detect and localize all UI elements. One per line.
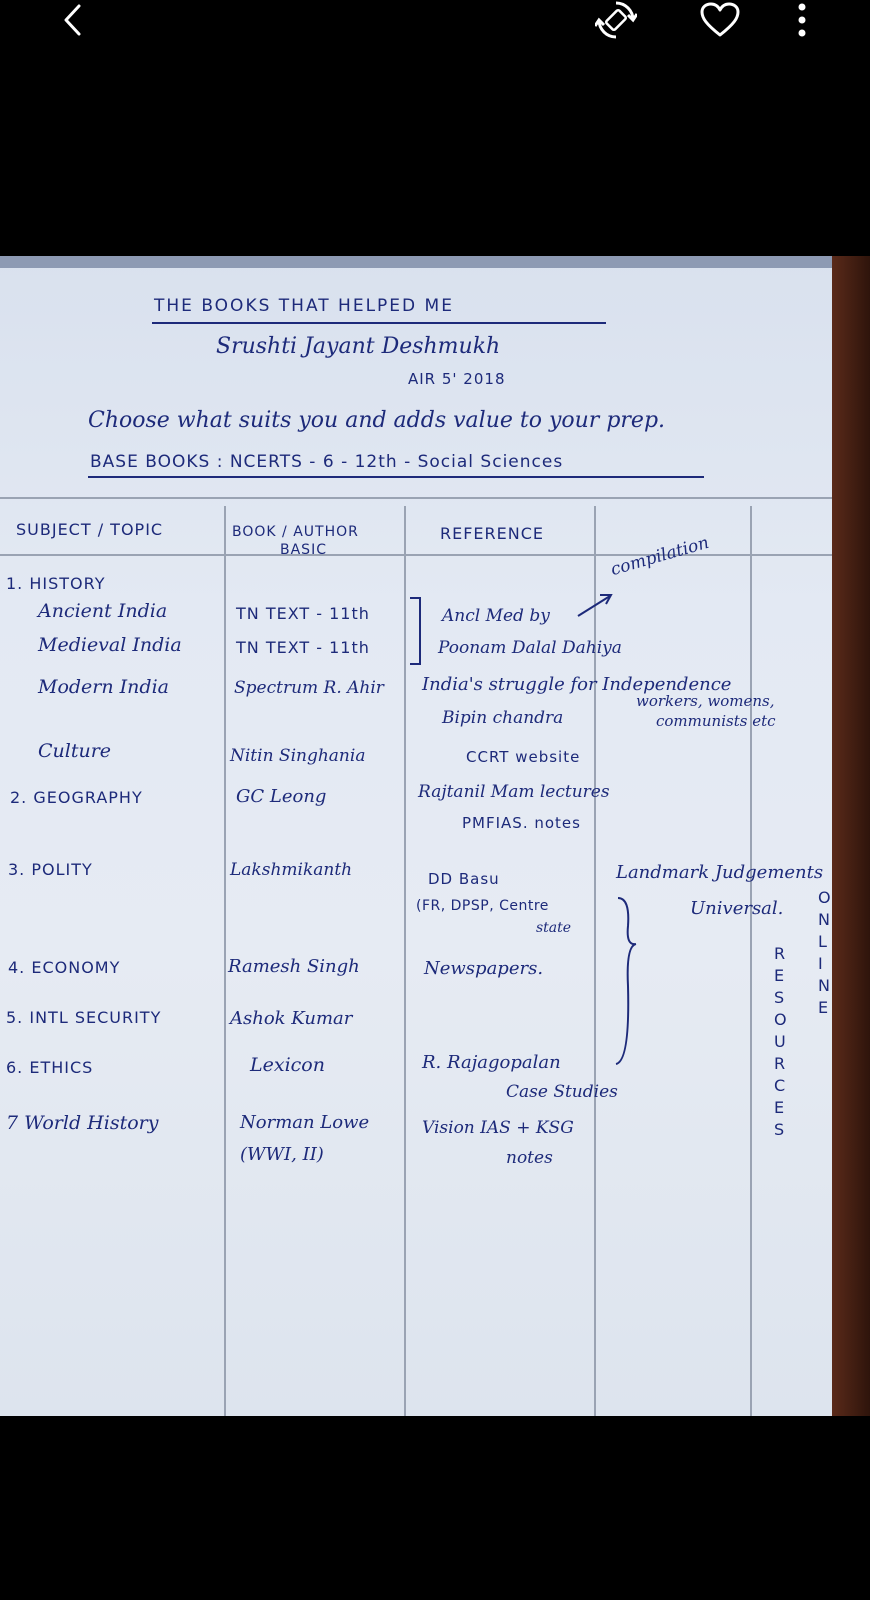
ref-world-history: Vision IAS + KSG (422, 1118, 574, 1138)
subject-ancient-india: Ancient India (38, 600, 168, 622)
book-culture: Nitin Singhania (230, 746, 366, 766)
vertical-letter: O (818, 888, 831, 907)
header-reference: REFERENCE (440, 524, 545, 543)
ref-modern: India's struggle for Independence (422, 674, 732, 695)
ref-ancient: Ancl Med by (442, 606, 550, 626)
vertical-letter: N (818, 910, 830, 929)
ref-culture: CCRT website (466, 748, 581, 766)
ref-polity-2: (FR, DPSP, Centre (416, 898, 549, 914)
vertical-letter: O (774, 1010, 787, 1029)
book-ancient: TN TEXT - 11th (236, 604, 370, 623)
column-divider-3 (594, 506, 596, 1416)
book-ethics: Lexicon (250, 1054, 325, 1076)
book-modern: Spectrum R. Ahir (234, 678, 384, 698)
paper-sheet: THE BOOKS THAT HELPED ME Srushti Jayant … (0, 256, 832, 1416)
subject-economy: 4. ECONOMY (8, 958, 121, 977)
header-book-basic: BASIC (280, 542, 327, 558)
book-intl-security: Ashok Kumar (230, 1008, 353, 1029)
ref-world-history-2: notes (506, 1148, 553, 1168)
image-viewer-toolbar (0, 0, 870, 48)
title-underline (152, 322, 606, 324)
subject-modern-india: Modern India (38, 676, 169, 698)
compilation-note: compilation (608, 532, 712, 580)
vertical-letter: E (774, 966, 785, 985)
curly-brace-icon (615, 897, 637, 1065)
author-name: Srushti Jayant Deshmukh (216, 334, 501, 359)
arrow-icon (577, 594, 613, 617)
more-vertical-icon (796, 2, 808, 38)
tagline: Choose what suits you and adds value to … (88, 408, 666, 433)
book-economy: Ramesh Singh (228, 956, 360, 977)
ref-economy: Newspapers. (424, 958, 544, 979)
vertical-letter: R (774, 1054, 786, 1073)
column-divider-4 (750, 506, 752, 1416)
ref-polity-3: state (536, 920, 572, 936)
vertical-letter: E (818, 998, 829, 1017)
vertical-letter: S (774, 988, 785, 1007)
paper-top-shadow (0, 256, 832, 268)
auto-rotate-icon (595, 0, 637, 41)
universal: Universal. (690, 898, 784, 919)
header-subject: SUBJECT / TOPIC (16, 520, 164, 539)
vertical-letter: C (774, 1076, 786, 1095)
vertical-letter: U (774, 1032, 786, 1051)
vertical-letter: R (774, 944, 786, 963)
vertical-letter: N (818, 976, 830, 995)
base-books: BASE BOOKS : NCERTS - 6 - 12th - Social … (90, 452, 564, 472)
header-book: BOOK / AUTHOR (232, 524, 359, 540)
book-polity: Lakshmikanth (230, 860, 353, 880)
ref-ethics-2: Case Studies (506, 1082, 618, 1102)
ref-geography-2: PMFIAS. notes (462, 814, 581, 832)
subject-geography: 2. GEOGRAPHY (10, 788, 143, 807)
subject-polity: 3. POLITY (8, 860, 93, 879)
bracket-icon (410, 597, 421, 665)
ref-medieval: Poonam Dalal Dahiya (438, 638, 622, 658)
ref-ethics: R. Rajagopalan (422, 1052, 561, 1073)
base-books-underline (88, 476, 704, 478)
note-title: THE BOOKS THAT HELPED ME (154, 296, 454, 316)
vertical-letter: I (818, 954, 823, 973)
chevron-left-icon (60, 2, 84, 38)
rank: AIR 5' 2018 (408, 370, 506, 388)
heart-icon (700, 2, 740, 38)
ref-modern-author: Bipin chandra (442, 708, 564, 728)
subject-history: 1. HISTORY (6, 574, 106, 593)
vertical-letter: L (818, 932, 827, 951)
back-button[interactable] (48, 0, 96, 40)
landmark-judgements: Landmark Judgements (616, 862, 824, 883)
vertical-letter: S (774, 1120, 785, 1139)
more-options-button[interactable] (778, 0, 826, 40)
book-world-history: Norman Lowe (240, 1112, 370, 1133)
photo-viewer[interactable]: THE BOOKS THAT HELPED ME Srushti Jayant … (0, 256, 870, 1416)
book-medieval: TN TEXT - 11th (236, 638, 370, 657)
subject-intl-security: 5. INTL SECURITY (6, 1008, 162, 1027)
subject-culture: Culture (38, 740, 112, 762)
auto-rotate-button[interactable] (592, 0, 640, 40)
vertical-letter: E (774, 1098, 785, 1117)
subject-ethics: 6. ETHICS (6, 1058, 94, 1077)
column-divider-1 (224, 506, 226, 1416)
favorite-button[interactable] (696, 0, 744, 40)
column-divider-2 (404, 506, 406, 1416)
table-header-line (0, 554, 832, 556)
ref-geography: Rajtanil Mam lectures (418, 782, 610, 802)
book-geography: GC Leong (236, 786, 327, 807)
subject-medieval-india: Medieval India (38, 634, 182, 656)
book-world-history-2: (WWI, II) (240, 1144, 324, 1165)
modern-note-2: communists etc (656, 712, 776, 730)
table-edge (832, 256, 870, 1416)
ref-polity: DD Basu (428, 870, 500, 888)
modern-note: workers, womens, (636, 692, 775, 710)
subject-world-history: 7 World History (6, 1112, 159, 1134)
bottom-black-area (0, 1416, 870, 1600)
table-top-line (0, 497, 832, 499)
